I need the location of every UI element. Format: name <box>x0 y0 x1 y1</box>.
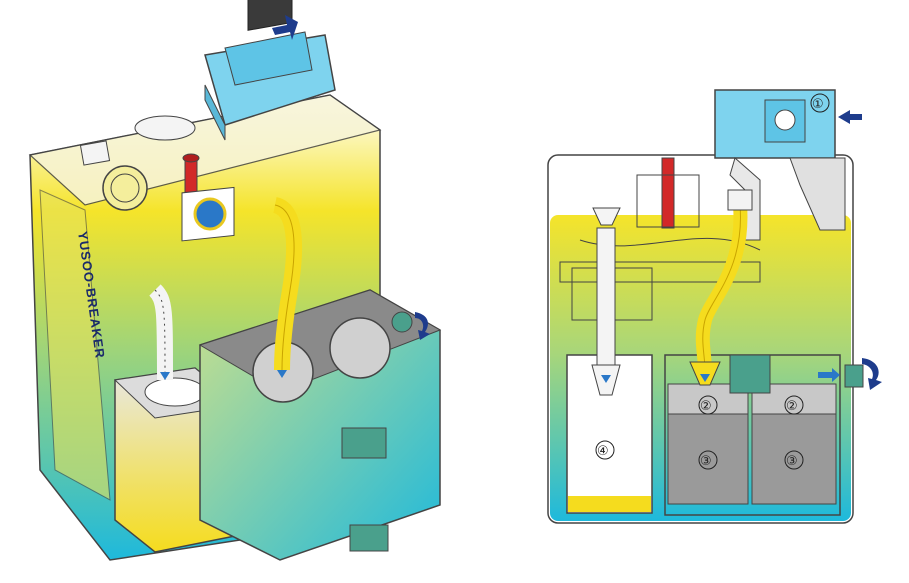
filter-right-bottom <box>751 413 837 505</box>
down-arrow-center-section <box>700 374 710 382</box>
filter-units-section <box>664 354 841 516</box>
top-port-double <box>134 115 196 141</box>
down-arrow-left <box>160 372 170 380</box>
logo-icon <box>193 197 227 231</box>
filter-cap-right <box>329 317 391 379</box>
marker-blower: ① <box>812 97 824 112</box>
red-vent-pipe-section <box>661 157 675 229</box>
top-port-square <box>79 140 111 166</box>
down-arrow-left-section <box>601 375 611 383</box>
internal-arrow <box>818 368 840 382</box>
marker-media-right: ③ <box>786 454 798 469</box>
marker-blower-circle <box>810 93 830 113</box>
isometric-view: YUSOO-BREAKER <box>28 0 442 561</box>
hose-spout <box>689 361 721 386</box>
filter-left-bottom <box>667 413 749 505</box>
air-inlet-arrow <box>272 15 298 40</box>
cabinet-front-panel <box>39 189 111 501</box>
down-arrow-center <box>277 370 287 378</box>
drain-pipe-white <box>596 227 616 369</box>
clamp-plate-bottom <box>349 524 389 552</box>
marker-filter-left: ② <box>700 399 712 414</box>
blower-unit <box>204 0 336 141</box>
filter-housing-3d <box>198 289 442 561</box>
collection-oil-level <box>568 496 651 512</box>
top-port-large <box>102 165 148 211</box>
marker-filter-right: ② <box>786 399 798 414</box>
outlet-arrow-section <box>862 358 882 390</box>
blower-unit-section <box>714 89 846 241</box>
marker-tank-circle <box>595 440 615 460</box>
clamp-plate-section <box>729 354 771 394</box>
cross-section-view: ① ④ ② ② ③ ③ <box>547 89 882 524</box>
outlet-arrow-3d <box>415 312 430 340</box>
air-inlet-arrow-section <box>838 110 862 124</box>
oil-outlet-3d <box>391 311 413 333</box>
marker-media-left: ③ <box>700 454 712 469</box>
clamp-plate-front <box>341 427 387 459</box>
marker-tank: ④ <box>597 444 609 459</box>
oil-outlet-section <box>844 364 864 388</box>
